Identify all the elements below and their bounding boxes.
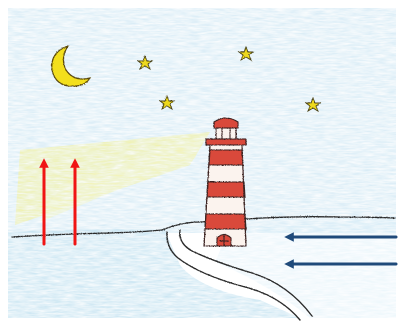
lighthouse-gallery	[206, 139, 246, 145]
lighthouse-window	[216, 128, 236, 139]
lighthouse-lantern	[214, 118, 238, 128]
